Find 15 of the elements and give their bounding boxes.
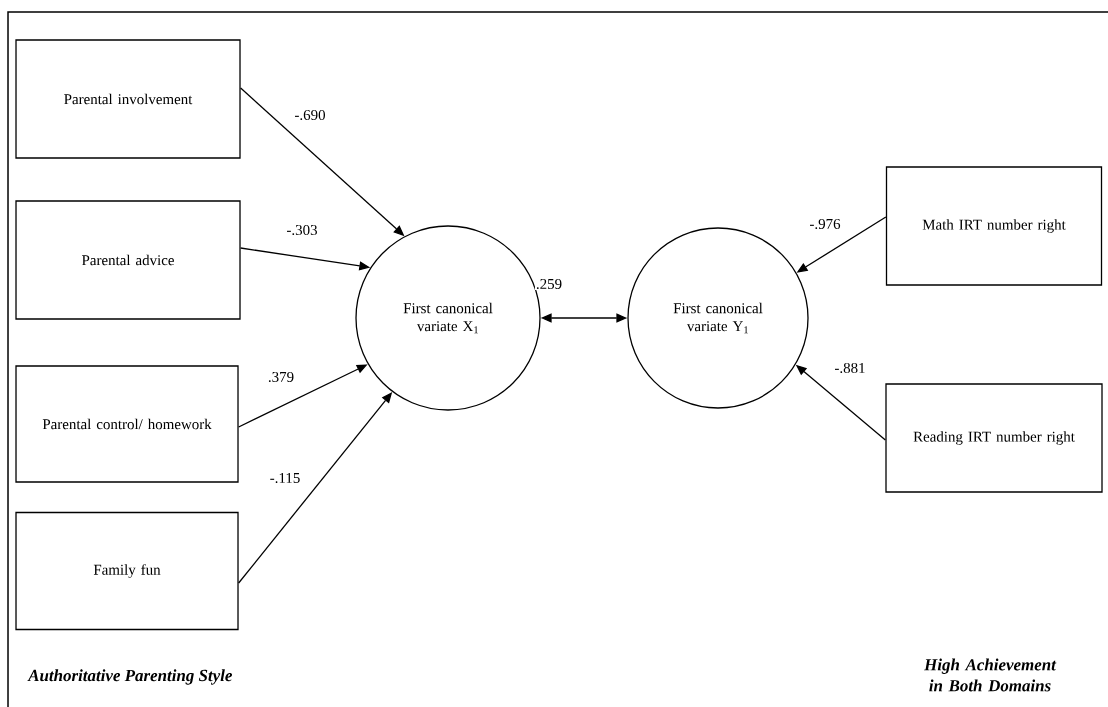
- caption-label: Authoritative Parenting Style: [27, 669, 233, 685]
- caption-label: High Achievement in Both Domains: [924, 658, 1057, 692]
- variable-box: Math IRT number right: [885, 166, 1103, 286]
- edge-label: -.976: [810, 218, 841, 230]
- edge-label: -.690: [295, 109, 325, 121]
- variable-box: Parental control/ homework: [15, 365, 239, 483]
- variable-box: Parental involvement: [15, 39, 241, 159]
- edge-label: -.115: [270, 472, 300, 484]
- variable-box: Reading IRT number right: [885, 383, 1103, 493]
- edge-label: -.303: [287, 224, 317, 236]
- variable-box: Parental advice: [15, 200, 241, 320]
- edge-label: -.881: [835, 362, 865, 374]
- edge-label: .379: [268, 371, 294, 383]
- variable-box: Family fun: [15, 511, 239, 631]
- edge-label: .259: [536, 278, 562, 290]
